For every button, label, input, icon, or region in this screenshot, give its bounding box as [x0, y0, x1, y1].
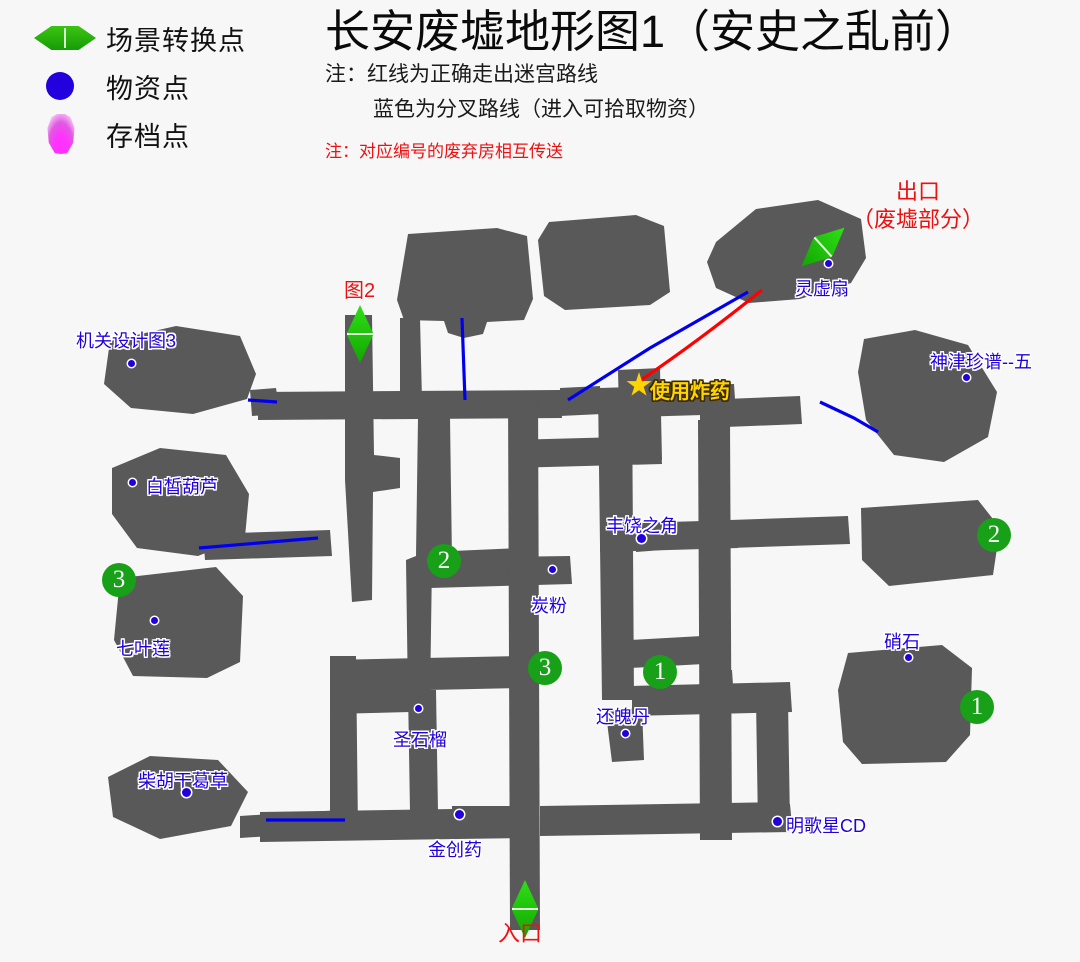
exit-label-line1: 出口 [896, 179, 941, 204]
legend-label-save-point: 存档点 [106, 121, 190, 152]
header: 长安废墟地形图1（安史之乱前） 注：红线为正确走出迷宫路线 蓝色为分叉路线（进入… [325, 8, 980, 162]
supply-dot-chaihuganggecao[interactable] [182, 788, 191, 797]
teleport-room-2a[interactable]: 2 [427, 544, 461, 578]
supply-label-chaihuganggecao: 柴胡干葛草 [138, 771, 228, 791]
supply-dot-shenjinzhenpu5[interactable] [963, 374, 970, 381]
supply-label-xiaoshi: 硝石 [884, 632, 920, 652]
supply-dot-icon [28, 64, 100, 108]
teleport-room-3a[interactable]: 3 [102, 563, 136, 597]
supply-label-qiyelian: 七叶莲 [116, 639, 170, 659]
teleport-room-1b[interactable]: 1 [960, 690, 994, 724]
supply-dot-jiguanshejitu3[interactable] [128, 360, 135, 367]
save-point-icon [28, 112, 100, 156]
supply-dot-fengraozhijiao[interactable] [637, 534, 646, 543]
supply-label-shengshiliu: 圣石榴 [393, 730, 447, 750]
page-title: 长安废墟地形图1（安史之乱前） [325, 6, 981, 57]
legend-item-save-point: 存档点 [28, 110, 246, 158]
legend-item-scene-warp: 场景转换点 [28, 14, 246, 62]
entrance-label: 入口 [498, 921, 543, 946]
note-teleport: 注：对应编号的废弃房相互传送 [325, 142, 563, 162]
supply-label-mingexingcd: 明歌星CD [786, 816, 866, 836]
supply-label-fengraozhijiao: 丰饶之角 [606, 516, 678, 536]
supply-label-jiguanshejitu3: 机关设计图3 [76, 331, 177, 351]
teleport-room-3b[interactable]: 3 [528, 651, 562, 685]
legend-label-scene-warp: 场景转换点 [106, 25, 246, 56]
supply-dot-jinchuangyao[interactable] [455, 810, 464, 819]
supply-label-shenjinzhenpu5: 神津珍谱--五 [930, 352, 1032, 372]
branch-route-lines [198, 290, 879, 822]
supply-label-jinchuangyao: 金创药 [428, 840, 482, 860]
teleport-room-1a[interactable]: 1 [643, 655, 677, 689]
legend-item-supply: 物资点 [28, 62, 246, 110]
supply-dot-lingxushan[interactable] [825, 260, 832, 267]
explosive-action-label: 使用炸药 [650, 381, 730, 403]
supply-dot-xiaoshi[interactable] [905, 654, 912, 661]
supply-dot-huanpodan[interactable] [622, 730, 629, 737]
note-line-2: 蓝色为分叉路线（进入可拾取物资） [373, 98, 709, 122]
supply-dot-qiyelian[interactable] [151, 617, 158, 624]
exit-label-line2: （废墟部分） [852, 206, 985, 232]
supply-dot-baixihulu[interactable] [129, 479, 136, 486]
supply-label-tanfen: 炭粉 [531, 596, 567, 616]
legend: 场景转换点 物资点 存档点 [28, 14, 246, 158]
teleport-room-2b[interactable]: 2 [977, 518, 1011, 552]
supply-dot-shengshiliu[interactable] [415, 705, 422, 712]
supply-dot-mingexingcd[interactable] [773, 817, 782, 826]
correct-route-line [640, 288, 764, 382]
note-line-1: 注：红线为正确走出迷宫路线 [325, 63, 598, 87]
map2-link-label[interactable]: 图2 [344, 280, 376, 302]
supply-dot-tanfen[interactable] [549, 566, 556, 573]
scene-warp-icon [28, 16, 100, 60]
exit-label: 出口 （废墟部分） [852, 178, 984, 233]
supply-label-lingxushan: 灵虚扇 [795, 279, 849, 299]
supply-label-huanpodan: 还魄丹 [596, 707, 650, 727]
supply-label-baixihulu: 白皙葫芦 [146, 477, 218, 497]
legend-label-supply: 物资点 [106, 73, 190, 104]
